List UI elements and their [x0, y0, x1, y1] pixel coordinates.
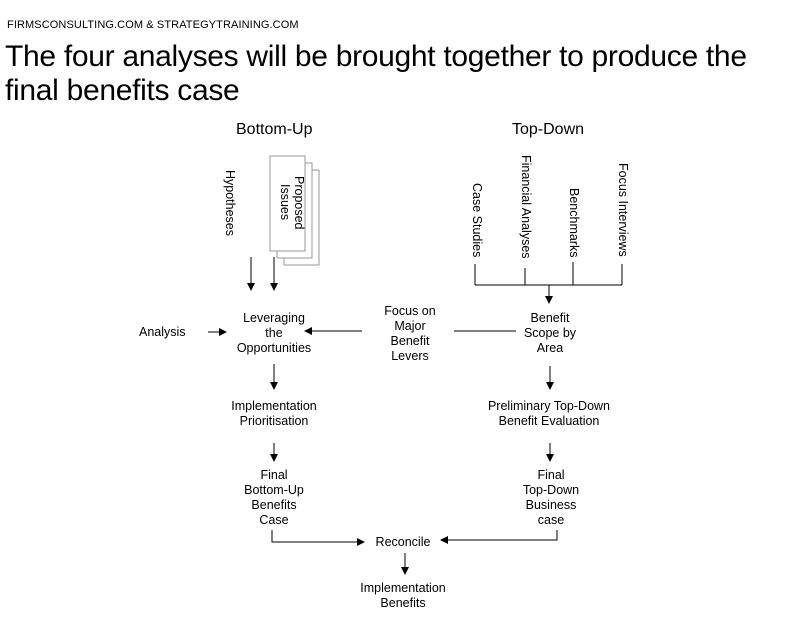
proposed-issues-label: Proposed Issues	[278, 176, 306, 230]
focus-line-3: Benefit	[390, 334, 430, 348]
final-td-line-2: Top-Down	[522, 483, 580, 497]
leveraging-line-3: Opportunities	[236, 341, 312, 355]
final-bu-line-1: Final	[260, 468, 288, 482]
slide-title: The four analyses will be brought togeth…	[5, 40, 747, 107]
focus-line-4: Levers	[391, 349, 429, 363]
benchmarks-label: Benchmarks	[567, 188, 581, 258]
final-td-line-3: Business	[525, 498, 577, 512]
prioritisation-line-2: Prioritisation	[239, 414, 309, 428]
preliminary-line-1: Preliminary Top-Down	[487, 399, 611, 413]
final-bottom-up-node: Final Bottom-Up Benefits Case	[226, 468, 322, 528]
focus-interviews-label: Focus Interviews	[616, 163, 630, 257]
proposed-issues-line-1: Proposed	[292, 176, 306, 230]
final-top-down-node: Final Top-Down Business case	[503, 468, 599, 528]
leveraging-opportunities-node: Leveraging the Opportunities	[222, 311, 326, 356]
final-bu-line-4: Case	[259, 513, 289, 527]
financial-analyses-label: Financial Analyses	[519, 155, 533, 259]
final-bu-line-3: Benefits	[251, 498, 297, 512]
benefit-scope-line-1: Benefit	[530, 311, 570, 325]
bottom-up-to-reconcile-arrow	[271, 530, 365, 546]
leveraging-line-2: the	[265, 326, 283, 340]
benefit-scope-line-3: Area	[536, 341, 564, 355]
analysis-label: Analysis	[139, 325, 186, 339]
header-text: FIRMSCONSULTING.COM & STRATEGYTRAINING.C…	[7, 19, 299, 31]
case-studies-label: Case Studies	[470, 183, 484, 258]
focus-line-2: Major	[394, 319, 426, 333]
benefit-scope-node: Benefit Scope by Area	[505, 311, 595, 356]
proposed-issues-line-2: Issues	[278, 184, 292, 221]
implementation-benefits-node: Implementation Benefits	[353, 581, 453, 611]
reconcile-node: Reconcile	[375, 535, 431, 549]
focus-line-1: Focus on	[384, 304, 436, 318]
final-td-line-1: Final	[537, 468, 565, 482]
proposed-issues-document-stack	[269, 155, 320, 266]
preliminary-evaluation-node: Preliminary Top-Down Benefit Evaluation	[474, 399, 624, 429]
implementation-prioritisation-node: Implementation Prioritisation	[214, 399, 334, 429]
impl-benefits-line-2: Benefits	[380, 596, 426, 610]
preliminary-line-2: Benefit Evaluation	[498, 414, 600, 428]
impl-benefits-line-1: Implementation	[360, 581, 446, 595]
focus-levers-node: Focus on Major Benefit Levers	[365, 304, 455, 364]
hypotheses-label: Hypotheses	[223, 170, 237, 237]
prioritisation-line-1: Implementation	[231, 399, 317, 413]
final-bu-line-2: Bottom-Up	[244, 483, 304, 497]
benefit-scope-line-2: Scope by	[523, 326, 577, 340]
leveraging-line-1: Leveraging	[243, 311, 305, 325]
top-down-heading: Top-Down	[512, 121, 585, 138]
bottom-up-heading: Bottom-Up	[236, 121, 313, 138]
top-down-to-reconcile-arrow	[440, 530, 558, 544]
final-td-line-4: case	[537, 513, 565, 527]
